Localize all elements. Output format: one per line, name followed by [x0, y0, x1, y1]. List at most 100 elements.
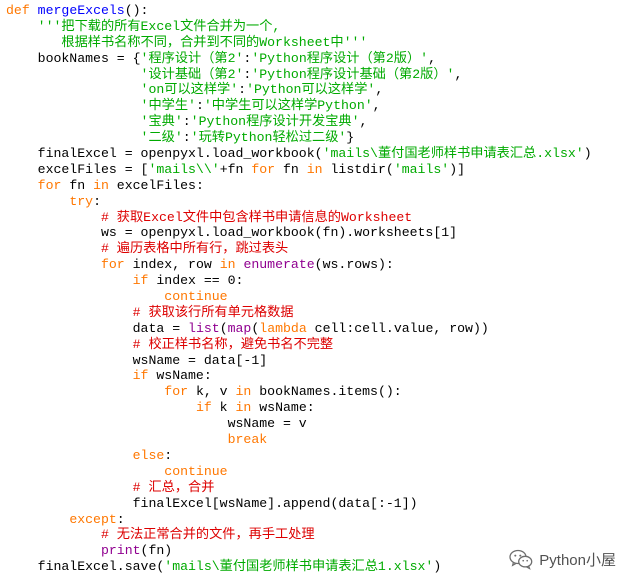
code-keyword: in [219, 257, 236, 273]
code-line[interactable]: break [6, 432, 628, 448]
code-text: : [238, 82, 247, 98]
code-text: wsName: [148, 368, 212, 384]
code-keyword: def [6, 3, 30, 18]
code-line[interactable]: '二级':'玩转Python轻松过二级'} [6, 130, 628, 146]
code-line[interactable]: bookNames = {'程序设计（第2':'Python程序设计（第2版）'… [6, 51, 628, 67]
code-text [6, 82, 141, 97]
code-string: '设计基础（第2' [140, 66, 244, 82]
code-line[interactable]: data = list(map(lambda cell:cell.value, … [6, 321, 628, 337]
code-line[interactable]: if wsName: [6, 368, 628, 384]
code-string: '宝典' [140, 114, 183, 130]
code-string: '''把下载的所有Excel文件合并为一个, [37, 18, 281, 34]
code-string: 'Python程序设计开发宝典' [190, 114, 360, 130]
code-line[interactable]: 根据样书名称不同，合并到不同的Worksheet中''' [6, 35, 628, 51]
code-line[interactable]: wsName = v [6, 416, 628, 432]
code-line[interactable]: def mergeExcels(): [6, 3, 628, 19]
code-keyword: in [235, 384, 252, 400]
code-text: bookNames.items(): [251, 384, 402, 400]
code-line[interactable]: continue [6, 289, 628, 305]
code-line[interactable]: # 获取Excel文件中包含样书申请信息的Worksheet [6, 210, 628, 226]
code-text [6, 464, 164, 479]
code-line[interactable]: '设计基础（第2':'Python程序设计基础（第2版）', [6, 67, 628, 83]
code-text [30, 3, 38, 18]
code-builtin: enumerate [243, 257, 315, 273]
code-keyword: else [132, 447, 165, 463]
code-line[interactable]: '''把下载的所有Excel文件合并为一个, [6, 19, 628, 35]
code-string: 'mails' [393, 161, 450, 177]
code-text: k [211, 400, 236, 416]
code-keyword: if [132, 368, 149, 384]
code-line[interactable]: for index, row in enumerate(ws.rows): [6, 257, 628, 273]
wechat-icon [509, 549, 533, 570]
code-string: '二级' [140, 130, 183, 146]
code-string: 'on可以这样学' [140, 82, 239, 98]
watermark-text: Python小屋 [539, 551, 616, 569]
code-line[interactable]: excelFiles = ['mails\\'+fn for fn in lis… [6, 162, 628, 178]
code-text: excelFiles = [ [6, 161, 149, 177]
code-text: : [243, 50, 252, 66]
code-text: ( [251, 320, 260, 336]
code-text: k, v [188, 384, 236, 400]
code-line[interactable]: if index == 0: [6, 273, 628, 289]
code-line[interactable]: except: [6, 512, 628, 528]
code-line[interactable]: for fn in excelFiles: [6, 178, 628, 194]
code-keyword: in [93, 177, 109, 193]
code-string: 'Python可以这样学' [246, 82, 376, 98]
code-line[interactable]: # 遍历表格中所有行，跳过表头 [6, 241, 628, 257]
code-line[interactable]: else: [6, 448, 628, 464]
code-comment: # 无法正常合并的文件，再手工处理 [100, 527, 315, 543]
code-keyword: except [69, 511, 117, 527]
code-keyword: if [195, 400, 212, 416]
code-text [6, 114, 141, 129]
code-string: 'mails\董付国老师样书申请表汇总1.xlsx' [164, 559, 434, 575]
code-keyword: continue [164, 463, 228, 479]
code-comment: # 汇总，合并 [132, 479, 215, 495]
code-comment: # 校正样书名称，避免书名不完整 [132, 336, 334, 352]
code-line[interactable]: wsName = data[-1] [6, 353, 628, 369]
code-string: 'Python程序设计（第2版）' [251, 50, 429, 66]
code-keyword: in [306, 161, 323, 177]
code-keyword: for [164, 384, 189, 400]
code-text: , [375, 82, 384, 98]
code-text: )] [449, 161, 466, 177]
code-text [6, 241, 101, 256]
code-line[interactable]: # 汇总，合并 [6, 480, 628, 496]
code-line[interactable]: # 校正样书名称，避免书名不完整 [6, 337, 628, 353]
code-line[interactable]: # 无法正常合并的文件，再手工处理 [6, 527, 628, 543]
code-keyword: for [37, 177, 62, 193]
code-text [6, 448, 133, 463]
code-text [6, 400, 196, 415]
code-comment: # 获取Excel文件中包含样书申请信息的Worksheet [100, 209, 413, 225]
code-text: , [359, 114, 368, 130]
code-string: 'Python程序设计基础（第2版）' [251, 66, 455, 82]
code-function-name: mergeExcels [37, 3, 125, 18]
code-line[interactable]: try: [6, 194, 628, 210]
code-line[interactable]: for k, v in bookNames.items(): [6, 384, 628, 400]
code-builtin: list [188, 320, 220, 336]
code-line[interactable]: finalExcel = openpyxl.load_workbook('mai… [6, 146, 628, 162]
code-line[interactable]: ws = openpyxl.load_workbook(fn).workshee… [6, 225, 628, 241]
code-string: 根据样书名称不同，合并到不同的Worksheet中''' [6, 34, 368, 50]
code-listing[interactable]: def mergeExcels(): '''把下载的所有Excel文件合并为一个… [6, 3, 628, 575]
code-text: bookNames = { [6, 50, 141, 66]
code-line[interactable]: '中学生':'中学生可以这样学Python', [6, 98, 628, 114]
code-line[interactable]: if k in wsName: [6, 400, 628, 416]
code-text: (fn) [140, 543, 173, 559]
code-line[interactable]: 'on可以这样学':'Python可以这样学', [6, 82, 628, 98]
code-keyword: if [132, 273, 149, 289]
code-line[interactable]: '宝典':'Python程序设计开发宝典', [6, 114, 628, 130]
code-line[interactable]: print(fn) [6, 543, 628, 559]
code-text: } [346, 130, 355, 146]
code-keyword: lambda [259, 320, 307, 336]
code-text: ) [583, 146, 592, 162]
code-text: wsName: [251, 400, 315, 416]
code-text [6, 384, 164, 399]
watermark: Python小屋 [509, 546, 616, 572]
code-line[interactable]: finalExcel.save('mails\董付国老师样书申请表汇总1.xls… [6, 559, 628, 575]
code-line[interactable]: finalExcel[wsName].append(data[:-1]) [6, 496, 628, 512]
code-line[interactable]: continue [6, 464, 628, 480]
code-text [6, 98, 141, 113]
code-text [6, 67, 141, 82]
code-line[interactable]: # 获取该行所有单元格数据 [6, 305, 628, 321]
